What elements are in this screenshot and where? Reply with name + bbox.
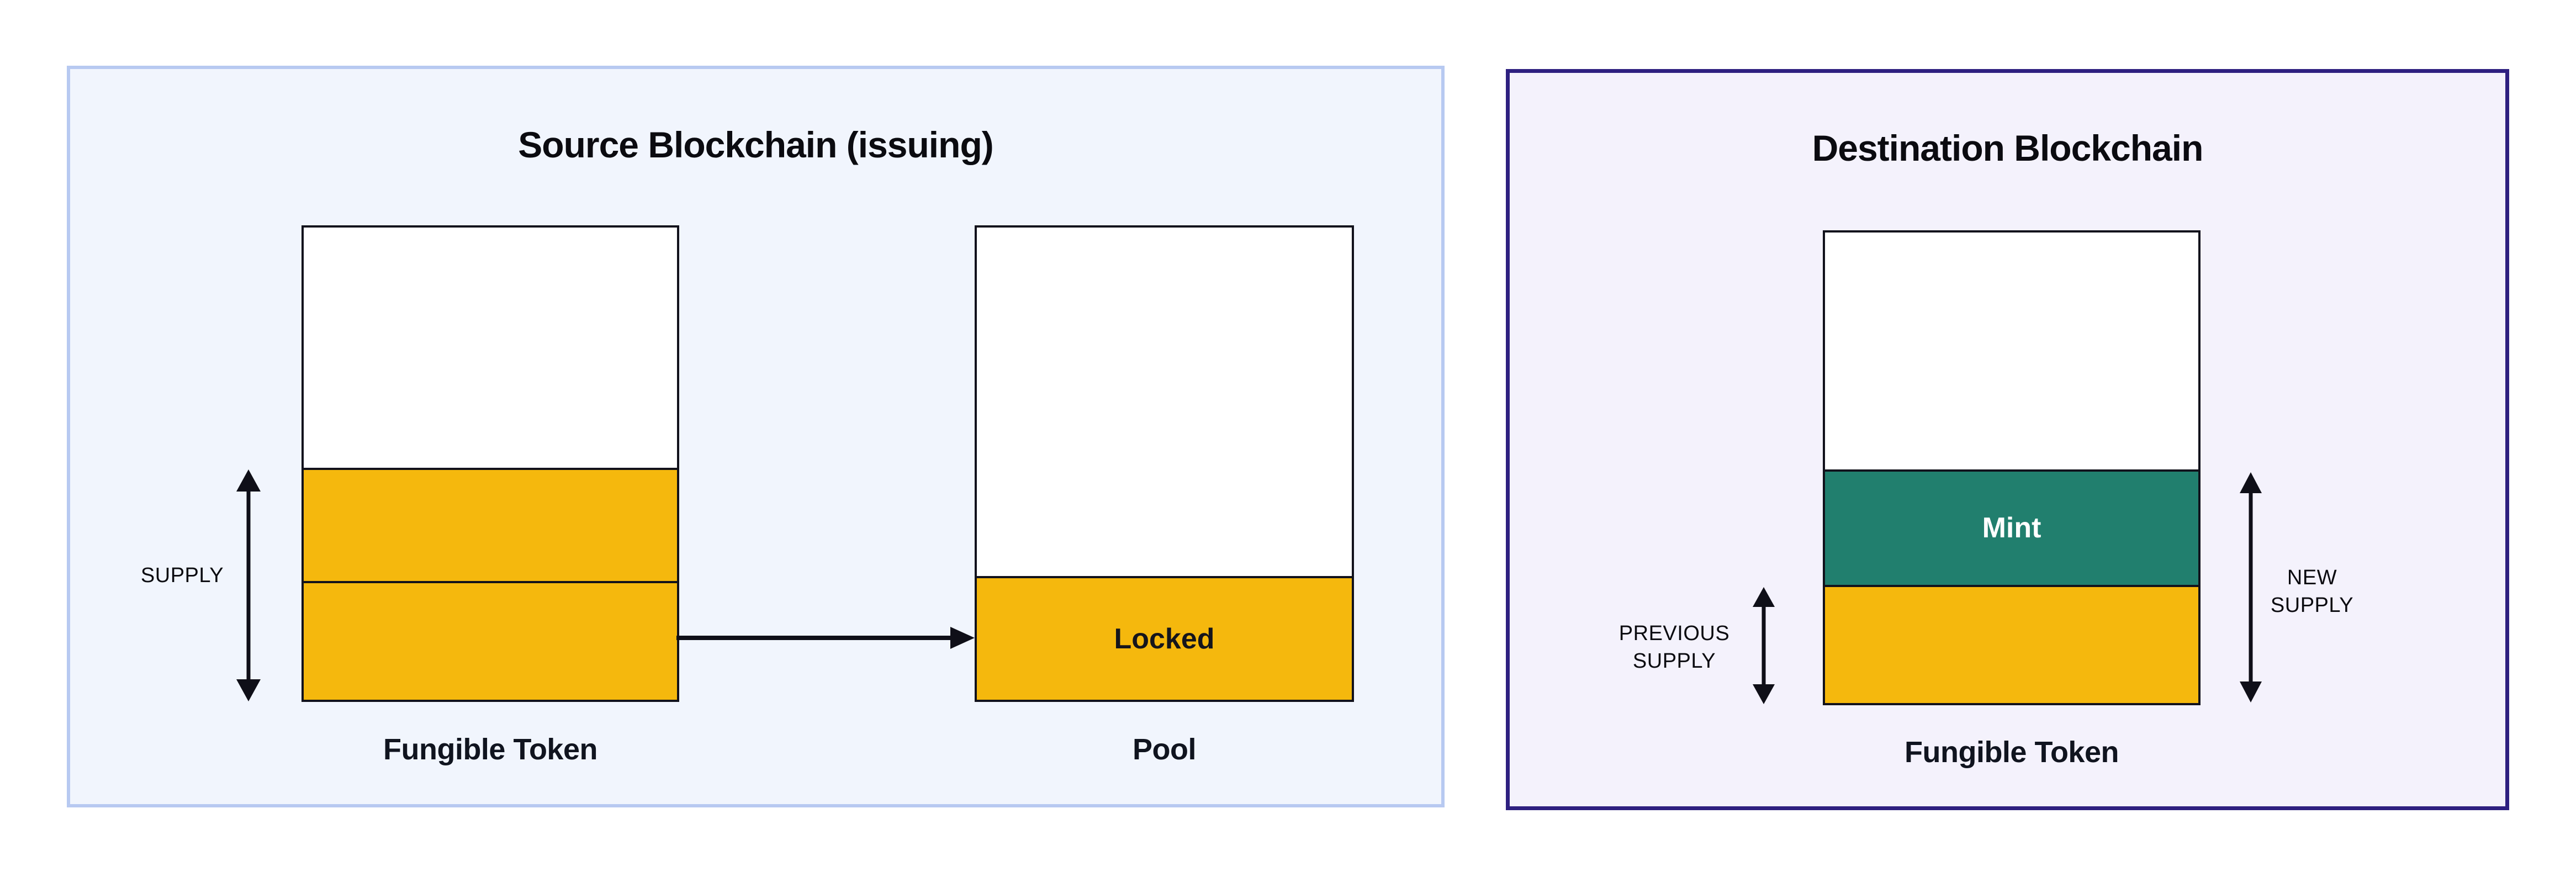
destination-fungible-token-caption: Fungible Token [1905, 736, 2119, 769]
pool-empty-segment [977, 228, 1352, 577]
pool-caption: Pool [1133, 733, 1197, 766]
destination-fungible-token-bar: Mint [1823, 230, 2201, 705]
supply-range-arrow [236, 469, 261, 701]
destination-panel-title: Destination Blockchain [1812, 128, 2204, 168]
mint-segment: Mint [1825, 469, 2198, 585]
lock-transfer-arrow [676, 627, 975, 649]
source-bar-empty-segment [304, 228, 677, 468]
source-bar-supply-lower-segment [304, 580, 677, 700]
mint-segment-label: Mint [1982, 512, 2041, 545]
locked-segment: Locked [977, 576, 1352, 700]
new-supply-label: NEW SUPPLY [2270, 566, 2354, 617]
previous-supply-label: PREVIOUS SUPPLY [1618, 622, 1730, 673]
new-supply-range-arrow [2240, 472, 2262, 702]
source-panel-title: Source Blockchain (issuing) [518, 124, 994, 165]
destination-bar-previous-supply-segment [1825, 585, 2198, 704]
source-fungible-token-bar [301, 225, 679, 702]
supply-label: SUPPLY [140, 564, 224, 587]
locked-segment-label: Locked [1114, 623, 1215, 656]
pool-bar: Locked [975, 225, 1354, 702]
source-bar-supply-upper-segment [304, 467, 677, 581]
source-fungible-token-caption: Fungible Token [383, 733, 597, 766]
previous-supply-range-arrow [1753, 587, 1775, 704]
destination-bar-empty-segment [1825, 233, 2198, 469]
